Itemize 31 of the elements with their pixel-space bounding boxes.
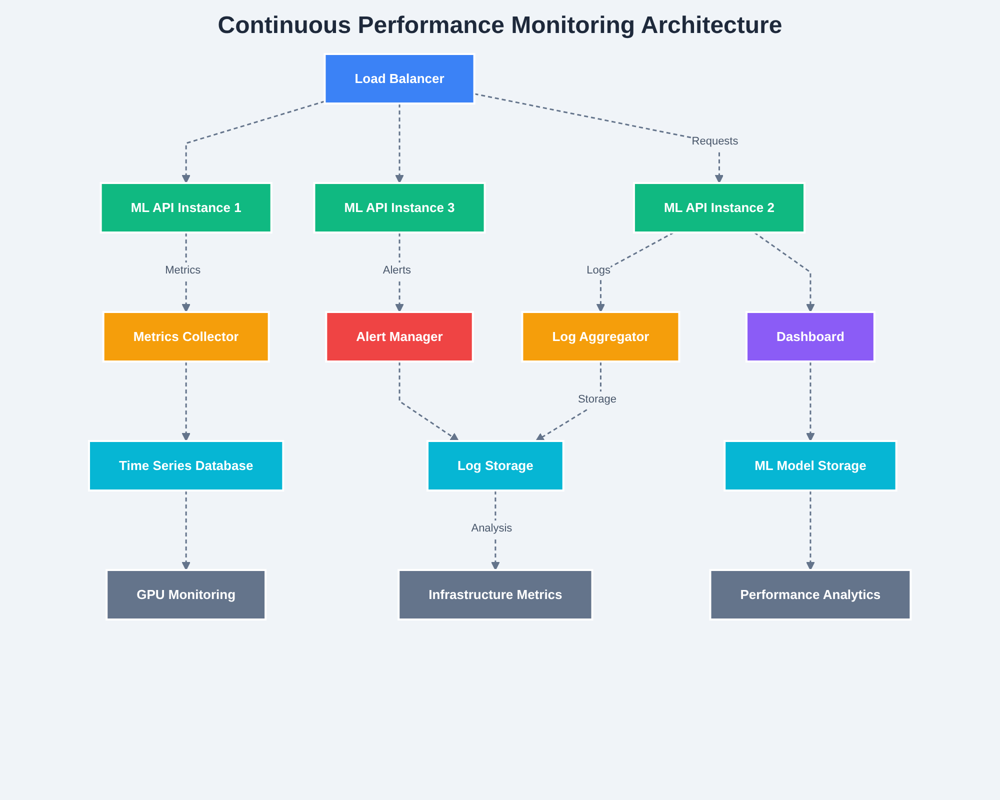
edge-label: Logs (586, 264, 611, 276)
arrow (182, 100, 326, 184)
node-box: Alert Manager (325, 311, 474, 362)
node-box: GPU Monitoring (106, 569, 267, 620)
node-box: Metrics Collector (102, 311, 270, 362)
node-box: Infrastructure Metrics (398, 569, 594, 620)
node-box: Log Storage (426, 440, 565, 492)
edge-label: Alerts (383, 264, 412, 276)
node-box: Log Aggregator (521, 311, 680, 362)
edge-label: Requests (692, 136, 738, 148)
arrow (182, 362, 191, 442)
node-box: Dashboard (746, 311, 876, 362)
arrow (806, 362, 816, 442)
arrow (806, 490, 816, 570)
node-box: Performance Analytics (709, 569, 912, 620)
node-box: ML API Instance 3 (313, 182, 486, 234)
edge-label: Analysis (471, 522, 512, 534)
node-box: Time Series Database (88, 440, 284, 492)
node-box: Load Balancer (324, 53, 476, 104)
arrow (474, 93, 724, 184)
edge-label: Storage (578, 394, 617, 406)
node-box: ML API Instance 1 (100, 182, 273, 234)
arrow (596, 232, 674, 312)
edge-label: Metrics (165, 264, 201, 276)
arrow (395, 104, 404, 184)
node-box: ML API Instance 2 (633, 182, 806, 234)
arrow (754, 232, 816, 312)
arrow (182, 490, 191, 570)
diagram-title: Continuous Performance Monitoring Architecture (216, 12, 784, 40)
arrow (398, 362, 460, 442)
node-box: ML Model Storage (724, 440, 898, 492)
